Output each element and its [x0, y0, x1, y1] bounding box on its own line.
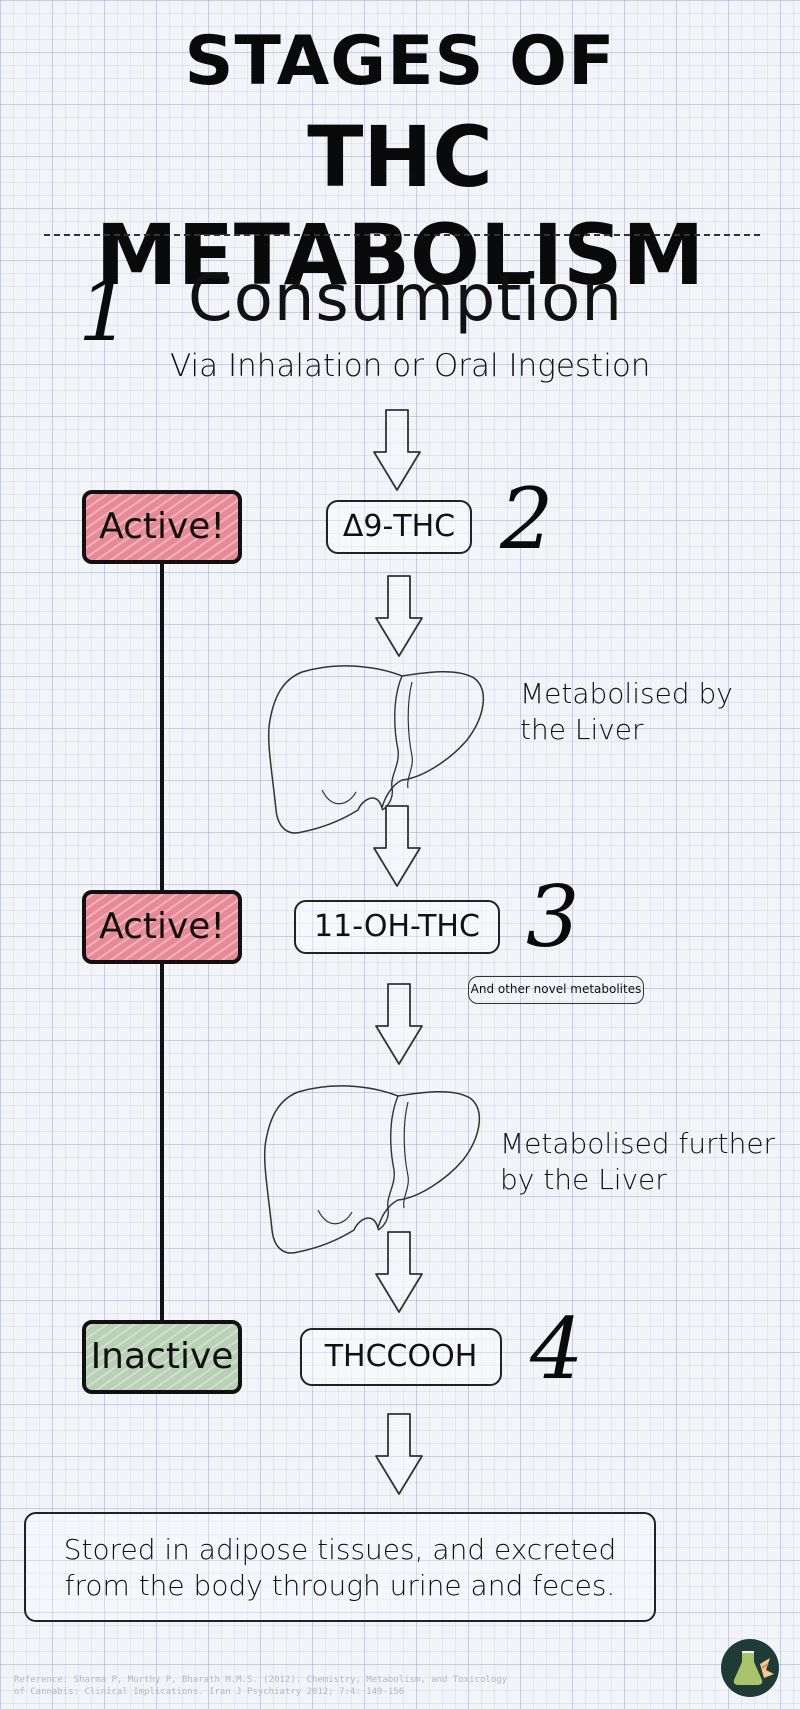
step-2-number: 2 [500, 470, 554, 568]
down-arrow-icon [375, 983, 423, 1065]
liver-icon [263, 1085, 481, 1254]
step-3-compound: 11-OH-THC [294, 900, 500, 954]
step-2-compound: Δ9-THC [326, 500, 472, 554]
liver-icon [267, 665, 485, 834]
active-connector-line [160, 962, 164, 1320]
down-arrow-icon [375, 1231, 423, 1313]
down-arrow-icon [375, 575, 423, 657]
title-line-2: THC METABOLISM [95, 108, 705, 304]
liver-note-2-line-1: Metabolised further [500, 1127, 776, 1160]
step-4-number: 4 [530, 1300, 584, 1398]
step-1-number: 1 [78, 262, 132, 360]
step-3-number: 3 [526, 868, 580, 966]
title-divider [44, 234, 760, 236]
liver-note-1-line-1: Metabolised by [520, 677, 733, 710]
reference-line-2: of Cannabis: Clinical Implications. Iran… [14, 1687, 405, 1697]
liver-note-2: Metabolised further by the Liver [500, 1126, 775, 1198]
step-1-heading: Consumption [188, 262, 623, 336]
reference-line-1: Reference: Sharma P, Murthy P, Bharath M… [14, 1675, 508, 1685]
step-4-status-badge: Inactive [82, 1320, 242, 1394]
down-arrow-icon [373, 409, 421, 491]
final-outcome-box: Stored in adipose tissues, and excreted … [24, 1512, 656, 1622]
step-3-status-badge: Active! [82, 890, 242, 964]
step-1-subheading: Via Inhalation or Oral Ingestion [170, 348, 651, 384]
reference-text: Reference: Sharma P, Murthy P, Bharath M… [14, 1674, 574, 1698]
active-connector-line [160, 562, 164, 892]
down-arrow-icon [373, 805, 421, 887]
step-2-status-badge: Active! [82, 490, 242, 564]
final-line-2: from the body through urine and feces. [64, 1569, 616, 1602]
title-line-1: STAGES OF [184, 22, 616, 101]
step-3-note: And other novel metabolites [468, 976, 644, 1004]
liver-note-2-line-2: by the Liver [500, 1163, 667, 1196]
step-4-compound: THCCOOH [300, 1328, 502, 1386]
liver-note-1: Metabolised by the Liver [520, 676, 733, 748]
final-line-1: Stored in adipose tissues, and excreted [63, 1533, 617, 1566]
down-arrow-icon [375, 1413, 423, 1495]
flask-logo-icon [721, 1639, 779, 1697]
liver-note-1-line-2: the Liver [520, 713, 644, 746]
